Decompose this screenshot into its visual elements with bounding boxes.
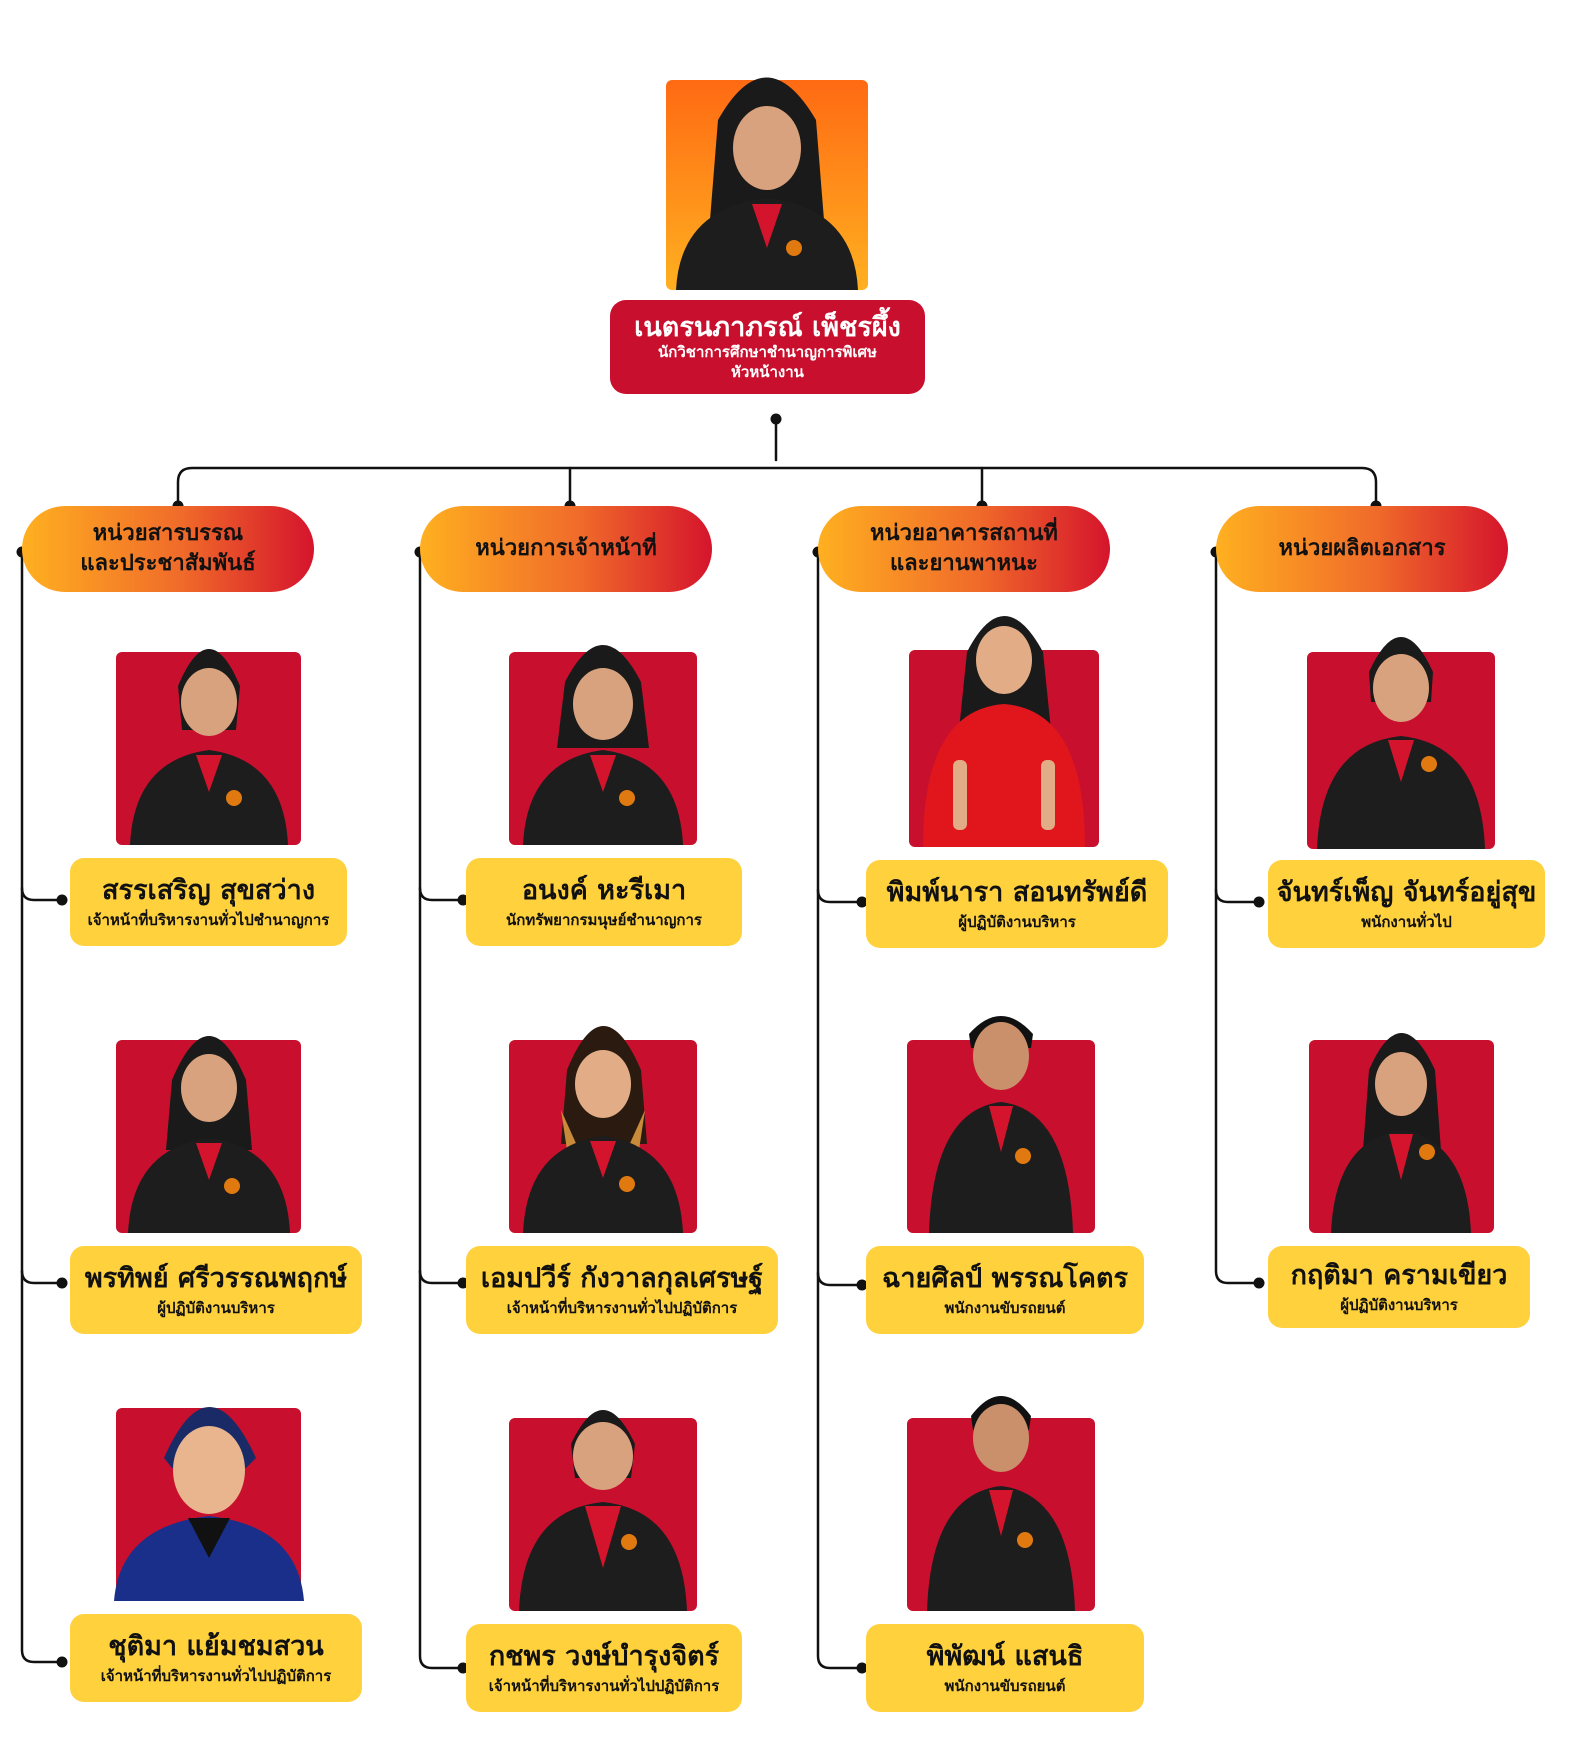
member-card: พิพัฒน์ แสนธิ พนักงานขับรถยนต์ <box>866 1624 1144 1712</box>
member-photo <box>114 1407 304 1601</box>
member-position: ผู้ปฏิบัติงานบริหาร <box>157 1298 275 1317</box>
member-name: กชพร วงษ์บำรุงจิตร์ <box>488 1641 720 1673</box>
person-portrait-icon <box>523 1026 683 1233</box>
unit-header-correspondence: หน่วยสารบรรณ และประชาสัมพันธ์ <box>22 506 314 592</box>
member-name: กฤติมา ครามเขียว <box>1290 1260 1508 1292</box>
member-name: เอมปวีร์ กังวาลกุลเศรษฐ์ <box>480 1263 764 1295</box>
member-position: เจ้าหน้าที่บริหารงานทั่วไปปฏิบัติการ <box>488 1676 720 1695</box>
head-card: เนตรนภาภรณ์ เพ็ชรผึ้ง นักวิชาการศึกษาชำน… <box>610 300 925 394</box>
member-card: จันทร์เพ็ญ จันทร์อยู่สุข พนักงานทั่วไป <box>1268 860 1545 948</box>
member-photo <box>1309 1033 1494 1233</box>
person-portrait-icon <box>923 616 1085 847</box>
person-portrait-icon <box>676 77 858 290</box>
member-position: นักทรัพยากรมนุษย์ชำนาญการ <box>506 910 702 929</box>
unit-header-document-production: หน่วยผลิตเอกสาร <box>1216 506 1508 592</box>
member-photo <box>907 1396 1095 1611</box>
member-card: พรทิพย์ ศรีวรรณพฤกษ์ ผู้ปฏิบัติงานบริหาร <box>70 1246 362 1334</box>
person-portrait-icon <box>929 1016 1073 1233</box>
unit-header-personnel: หน่วยการเจ้าหน้าที่ <box>420 506 712 592</box>
member-position: ผู้ปฏิบัติงานบริหาร <box>1340 1295 1458 1314</box>
member-position: พนักงานขับรถยนต์ <box>944 1298 1066 1317</box>
member-photo <box>509 1026 697 1233</box>
member-position: เจ้าหน้าที่บริหารงานทั่วไปปฏิบัติการ <box>100 1666 332 1685</box>
member-photo <box>116 1036 301 1233</box>
person-portrait-icon <box>130 649 288 845</box>
member-card: กชพร วงษ์บำรุงจิตร์ เจ้าหน้าที่บริหารงาน… <box>466 1624 742 1712</box>
member-name: ฉายศิลป์ พรรณโคตร <box>881 1263 1129 1295</box>
head-role: หัวหน้างาน <box>731 362 804 381</box>
head-position: นักวิชาการศึกษาชำนาญการพิเศษ <box>658 343 877 362</box>
member-photo <box>509 1410 697 1611</box>
member-position: เจ้าหน้าที่บริหารงานทั่วไปปฏิบัติการ <box>506 1298 738 1317</box>
member-name: พรทิพย์ ศรีวรรณพฤกษ์ <box>84 1263 348 1295</box>
member-card: พิมพ์นารา สอนทรัพย์ดี ผู้ปฏิบัติงานบริหา… <box>866 860 1168 948</box>
person-portrait-icon <box>927 1396 1075 1611</box>
person-portrait-icon <box>1317 637 1485 849</box>
member-card: ฉายศิลป์ พรรณโคตร พนักงานขับรถยนต์ <box>866 1246 1144 1334</box>
member-photo <box>907 1016 1095 1233</box>
member-position: พนักงานขับรถยนต์ <box>944 1676 1066 1695</box>
person-portrait-icon <box>128 1036 290 1233</box>
member-name: พิพัฒน์ แสนธิ <box>926 1641 1084 1673</box>
member-card: เอมปวีร์ กังวาลกุลเศรษฐ์ เจ้าหน้าที่บริห… <box>466 1246 778 1334</box>
member-name: อนงค์ หะรีเมา <box>521 875 687 907</box>
member-card: กฤติมา ครามเขียว ผู้ปฏิบัติงานบริหาร <box>1268 1246 1530 1328</box>
head-name: เนตรนภาภรณ์ เพ็ชรผึ้ง <box>634 311 901 343</box>
member-position: ผู้ปฏิบัติงานบริหาร <box>958 912 1076 931</box>
person-portrait-icon <box>1331 1033 1471 1233</box>
person-portrait-icon <box>519 1410 687 1611</box>
unit-header-buildings-vehicles: หน่วยอาคารสถานที่ และยานพาหนะ <box>818 506 1110 592</box>
member-name: สรรเสริญ สุขสว่าง <box>101 875 316 907</box>
head-photo <box>666 77 868 290</box>
member-name: พิมพ์นารา สอนทรัพย์ดี <box>886 877 1148 909</box>
member-name: ชุติมา แย้มชมสวน <box>108 1631 324 1663</box>
member-card: อนงค์ หะรีเมา นักทรัพยากรมนุษย์ชำนาญการ <box>466 858 742 946</box>
member-photo <box>116 649 301 845</box>
person-portrait-icon <box>523 645 683 845</box>
member-position: เจ้าหน้าที่บริหารงานทั่วไปชำนาญการ <box>87 910 330 929</box>
person-portrait-icon <box>114 1407 304 1601</box>
member-photo <box>509 645 697 845</box>
member-photo <box>909 616 1099 847</box>
member-position: พนักงานทั่วไป <box>1361 912 1452 931</box>
member-card: ชุติมา แย้มชมสวน เจ้าหน้าที่บริหารงานทั่… <box>70 1614 362 1702</box>
member-card: สรรเสริญ สุขสว่าง เจ้าหน้าที่บริหารงานทั… <box>70 858 347 946</box>
member-name: จันทร์เพ็ญ จันทร์อยู่สุข <box>1276 877 1537 909</box>
member-photo <box>1307 637 1495 849</box>
